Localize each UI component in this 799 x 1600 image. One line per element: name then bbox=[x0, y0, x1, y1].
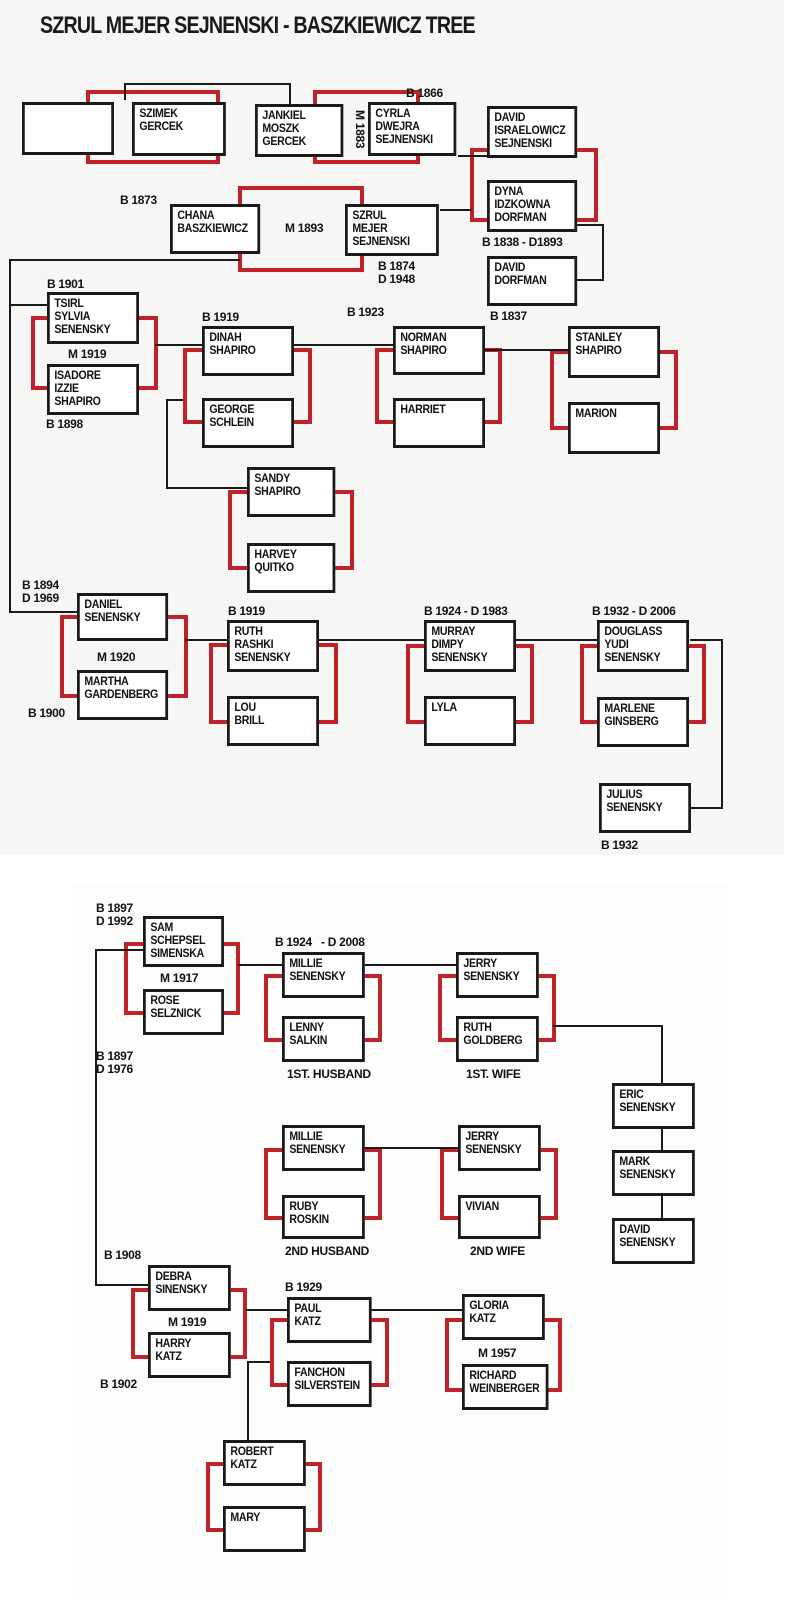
date-label: B 1919 bbox=[228, 604, 265, 618]
spouse-note: 1ST. WIFE bbox=[466, 1067, 521, 1081]
marriage-label: M 1920 bbox=[97, 650, 136, 664]
date-label: B 1838 - D1893 bbox=[482, 235, 563, 249]
person-box-david-senensky: DAVID SENENSKY bbox=[612, 1218, 695, 1264]
person-box-szimek-gercek: SZIMEK GERCEK bbox=[132, 102, 226, 156]
person-box-fanchon-silverstein: FANCHON SILVERSTEIN bbox=[287, 1361, 372, 1407]
date-label: B 1898 bbox=[46, 417, 83, 431]
person-box-cyrla-sejnenski: CYRLA DWEJRA SEJNENSKI bbox=[368, 102, 457, 156]
person-box-ruth-rashki-senensky: RUTH RASHKI SENENSKY bbox=[227, 620, 319, 672]
person-box-vivian: VIVIAN bbox=[458, 1195, 541, 1239]
line-paul-to-robert bbox=[247, 1361, 270, 1440]
person-box-paul-katz: PAUL KATZ bbox=[287, 1297, 372, 1343]
line-dinah-to-sandy bbox=[166, 399, 247, 489]
person-box-david-dorfman: DAVID DORFMAN bbox=[487, 256, 578, 306]
date-label: B 1866 bbox=[406, 86, 443, 100]
date-label: B 1908 bbox=[104, 1248, 141, 1262]
person-box-harry-katz: HARRY KATZ bbox=[148, 1332, 231, 1378]
person-box-harriet: HARRIET bbox=[393, 398, 485, 448]
date-label: B 1873 bbox=[120, 193, 157, 207]
person-box-lou-brill: LOU BRILL bbox=[227, 696, 319, 746]
date-label: B 1919 bbox=[202, 310, 239, 324]
line-dyna-david-dorfman bbox=[577, 224, 604, 281]
person-box-isadore-shapiro: ISADORE IZZIE SHAPIRO bbox=[47, 364, 139, 415]
person-box-mark-senensky: MARK SENENSKY bbox=[612, 1150, 695, 1196]
marriage-label: M 1919 bbox=[168, 1315, 207, 1329]
person-box-dyna-dorfman: DYNA IDZKOWNA DORFMAN bbox=[487, 180, 578, 232]
person-box-sandy-shapiro: SANDY SHAPIRO bbox=[247, 467, 336, 517]
person-box-george-schlein: GEORGE SCHLEIN bbox=[202, 398, 294, 448]
spouse-note: 1ST. HUSBAND bbox=[287, 1067, 371, 1081]
person-box-ruth-goldberg: RUTH GOLDBERG bbox=[456, 1016, 539, 1062]
person-box-sam-simenska: SAM SCHEPSEL SIMENSKA bbox=[143, 916, 224, 967]
spouse-note: 2ND WIFE bbox=[470, 1244, 525, 1258]
page-title: SZRUL MEJER SEJNENSKI - BASZKIEWICZ TREE bbox=[40, 12, 476, 39]
person-box-murray-senensky: MURRAY DIMPY SENENSKY bbox=[424, 620, 516, 672]
marriage-label: M 1919 bbox=[68, 347, 107, 361]
person-box-tsirl-senensky: TSIRL SYLVIA SENENSKY bbox=[47, 292, 139, 344]
date-label: B 1894 D 1969 bbox=[22, 578, 59, 605]
person-box-jerry-senensky-1: JERRY SENENSKY bbox=[456, 952, 539, 998]
line-ruth-goldberg-children bbox=[553, 1025, 663, 1218]
person-box-eric-senensky: ERIC SENENSKY bbox=[612, 1083, 695, 1129]
person-box-norman-shapiro: NORMAN SHAPIRO bbox=[393, 326, 485, 375]
date-label: B 1837 bbox=[490, 309, 527, 323]
person-box-harvey-quitko: HARVEY QUITKO bbox=[247, 543, 336, 593]
date-label: B 1924 - D 1983 bbox=[424, 604, 508, 618]
date-label: B 1900 bbox=[28, 706, 65, 720]
person-box-martha-gardenberg: MARTHA GARDENBERG bbox=[77, 670, 169, 720]
date-label: B 1901 bbox=[47, 277, 84, 291]
person-box-robert-katz: ROBERT KATZ bbox=[223, 1440, 306, 1486]
line-descendants-trunk bbox=[9, 259, 240, 613]
person-box-julius-senensky: JULIUS SENENSKY bbox=[599, 783, 691, 833]
person-box-debra-sinensky: DEBRA SINENSKY bbox=[148, 1265, 231, 1311]
date-label: B 1897 D 1976 bbox=[96, 1049, 133, 1076]
person-box-szrul-sejnenski: SZRUL MEJER SEJNENSKI bbox=[345, 204, 439, 256]
date-label: B 1902 bbox=[100, 1377, 137, 1391]
person-box-jerry-senensky-2: JERRY SENENSKY bbox=[458, 1125, 541, 1171]
person-box-jankiel-gercek: JANKIEL MOSZK GERCEK bbox=[255, 104, 344, 157]
person-box-david-israelowicz: DAVID ISRAELOWICZ SEJNENSKI bbox=[487, 106, 578, 158]
person-box-douglass-senensky: DOUGLASS YUDI SENENSKY bbox=[597, 620, 689, 672]
marriage-label: M 1883 bbox=[353, 110, 367, 149]
person-box-chana-baszkiewicz: CHANA BASZKIEWICZ bbox=[170, 204, 261, 254]
person-box-lyla: LYLA bbox=[424, 696, 516, 746]
spouse-note: 2ND HUSBAND bbox=[285, 1244, 370, 1258]
date-label: B 1923 bbox=[347, 305, 384, 319]
person-box-marion: MARION bbox=[568, 402, 660, 454]
date-label: B 1924 - D 2008 bbox=[275, 935, 365, 949]
person-box-unnamed bbox=[22, 102, 114, 155]
person-box-mary: MARY bbox=[223, 1506, 306, 1552]
person-box-dinah-shapiro: DINAH SHAPIRO bbox=[202, 326, 294, 376]
date-label: B 1897 D 1992 bbox=[96, 901, 133, 928]
person-box-daniel-senensky: DANIEL SENENSKY bbox=[77, 593, 169, 641]
person-box-richard-weinberger: RICHARD WEINBERGER bbox=[462, 1364, 549, 1410]
person-box-marlene-ginsberg: MARLENE GINSBERG bbox=[597, 697, 689, 747]
date-label: B 1932 - D 2006 bbox=[592, 604, 676, 618]
marriage-label: M 1893 bbox=[285, 221, 324, 235]
person-box-rose-selznick: ROSE SELZNICK bbox=[143, 989, 224, 1035]
date-label: B 1929 bbox=[285, 1280, 322, 1294]
person-box-millie-senensky-2: MILLIE SENENSKY bbox=[282, 1125, 365, 1171]
person-box-stanley-shapiro: STANLEY SHAPIRO bbox=[568, 326, 660, 378]
line-gercek-parents bbox=[124, 83, 291, 104]
marriage-label: M 1917 bbox=[160, 971, 199, 985]
person-box-millie-senensky-1: MILLIE SENENSKY bbox=[282, 952, 365, 998]
marriage-label: M 1957 bbox=[478, 1346, 517, 1360]
person-box-ruby-roskin: RUBY ROSKIN bbox=[282, 1195, 365, 1239]
line-lower-trunk bbox=[95, 949, 148, 1286]
date-label: B 1874 D 1948 bbox=[378, 259, 415, 286]
date-label: B 1932 bbox=[601, 838, 638, 852]
person-box-gloria-katz: GLORIA KATZ bbox=[462, 1294, 545, 1340]
person-box-lenny-salkin: LENNY SALKIN bbox=[282, 1016, 365, 1062]
